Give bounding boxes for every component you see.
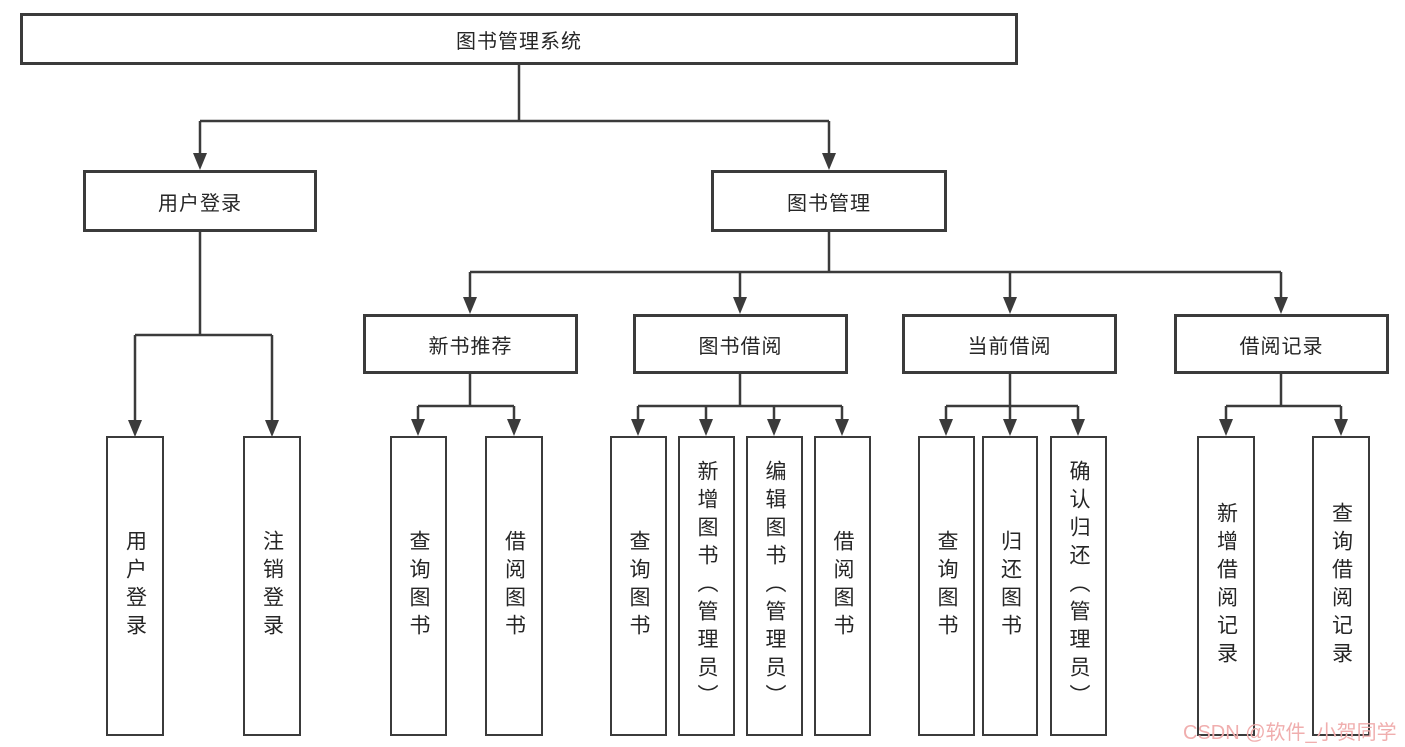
- node-book-management: 图书管理: [711, 170, 947, 232]
- node-label: 查询图书: [627, 530, 650, 642]
- leaf-query-books-borrow: 查询图书: [610, 436, 667, 736]
- node-label: 新增图书（管理员）: [695, 460, 718, 712]
- leaf-user-login: 用户登录: [106, 436, 164, 736]
- leaf-add-books-admin: 新增图书（管理员）: [678, 436, 735, 736]
- node-borrow-records: 借阅记录: [1174, 314, 1389, 374]
- leaf-borrow-books-recommend: 借阅图书: [485, 436, 543, 736]
- node-book-borrow: 图书借阅: [633, 314, 848, 374]
- leaf-return-books: 归还图书: [982, 436, 1038, 736]
- node-current-borrow: 当前借阅: [902, 314, 1117, 374]
- node-label: 归还图书: [998, 530, 1022, 642]
- leaf-query-books-recommend: 查询图书: [390, 436, 447, 736]
- node-label: 图书管理系统: [456, 30, 582, 53]
- node-label: 确认归还（管理员）: [1067, 460, 1090, 712]
- node-label: 借阅图书: [831, 530, 854, 642]
- node-label: 新增借阅记录: [1214, 502, 1238, 670]
- node-label: 图书借阅: [698, 335, 783, 358]
- leaf-borrow-books: 借阅图书: [814, 436, 871, 736]
- connector-paths: [133, 65, 1343, 420]
- node-root: 图书管理系统: [20, 13, 1018, 65]
- leaf-edit-books-admin: 编辑图书（管理员）: [746, 436, 803, 736]
- arrowheads: [128, 153, 1348, 437]
- node-label: 图书管理: [787, 192, 871, 215]
- leaf-logout: 注销登录: [243, 436, 301, 736]
- node-label: 用户登录: [123, 530, 147, 642]
- node-label: 借阅图书: [502, 530, 526, 642]
- node-label: 当前借阅: [967, 335, 1052, 358]
- node-label: 借阅记录: [1239, 335, 1324, 358]
- node-user-login: 用户登录: [83, 170, 317, 232]
- node-new-book-recommend: 新书推荐: [363, 314, 578, 374]
- node-label: 查询图书: [407, 530, 430, 642]
- node-label: 查询借阅记录: [1329, 502, 1353, 670]
- node-label: 新书推荐: [428, 335, 513, 358]
- node-label: 编辑图书（管理员）: [763, 460, 786, 712]
- leaf-add-borrow-record: 新增借阅记录: [1197, 436, 1255, 736]
- node-label: 用户登录: [158, 192, 242, 215]
- node-label: 查询图书: [935, 530, 958, 642]
- leaf-query-borrow-record: 查询借阅记录: [1312, 436, 1370, 736]
- leaf-query-books-current: 查询图书: [918, 436, 975, 736]
- csdn-watermark: CSDN @软件_小贺同学: [1183, 722, 1397, 744]
- node-label: 注销登录: [260, 530, 284, 642]
- leaf-confirm-return-admin: 确认归还（管理员）: [1050, 436, 1107, 736]
